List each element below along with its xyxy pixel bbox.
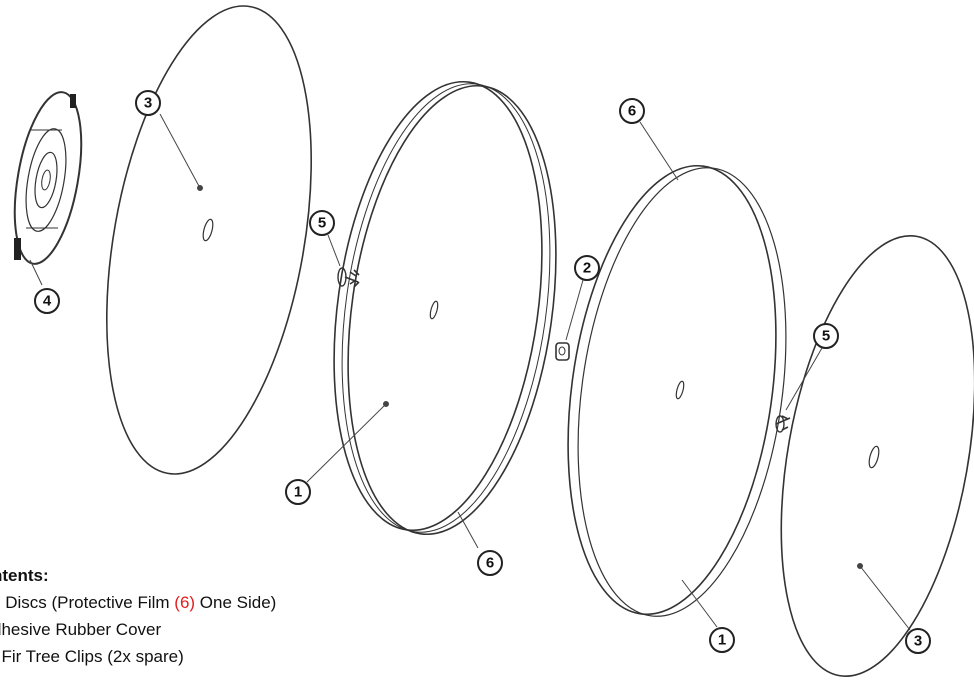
callout-6-top-label: 6 — [628, 103, 636, 120]
part-4-mount-plate — [13, 91, 83, 265]
callout-4-label: 4 — [43, 293, 52, 310]
contents-item-fir-tree-clips: f Fir Tree Clips (2x spare) — [0, 647, 184, 666]
callout-5-left — [309, 210, 335, 236]
contents-heading: ntents: — [0, 566, 49, 585]
part-2-spacer — [555, 342, 570, 361]
callout-3-right-label: 3 — [914, 633, 922, 650]
contents-item-discs-suffix: One Side) — [195, 593, 277, 612]
part-1-disc-middle — [333, 80, 557, 536]
callout-1-right — [709, 627, 735, 653]
contents-item-discs-text: c Discs (Protective Film — [0, 593, 175, 612]
part-1-disc-right — [567, 164, 787, 617]
callout-1-left-label: 1 — [294, 484, 302, 501]
protective-film-ref: (6) — [174, 593, 196, 612]
callout-2-label: 2 — [583, 260, 591, 277]
callout-4 — [34, 288, 60, 314]
contents-item-discs: c Discs (Protective Film (6) One Side) — [0, 589, 276, 616]
callout-6-top — [619, 98, 645, 124]
callout-6-bottom — [477, 550, 503, 576]
contents-list: ntents: c Discs (Protective Film (6) One… — [0, 562, 276, 670]
callout-1-left — [285, 479, 311, 505]
callout-2 — [574, 255, 600, 281]
part-3-disc-right — [780, 235, 974, 677]
contents-item-rubber-cover: dhesive Rubber Cover — [0, 620, 162, 639]
part-3-disc-left — [105, 5, 313, 475]
callout-5-right — [813, 323, 839, 349]
callout-6-bottom-label: 6 — [486, 555, 494, 572]
callout-3-left-label: 3 — [144, 95, 152, 112]
callout-3-left — [135, 90, 161, 116]
callout-5-left-label: 5 — [318, 215, 326, 232]
callout-3-right — [905, 628, 931, 654]
callout-5-right-label: 5 — [822, 328, 830, 345]
part-5-fir-tree-clip-right — [775, 415, 791, 433]
callout-1-right-label: 1 — [718, 632, 726, 649]
